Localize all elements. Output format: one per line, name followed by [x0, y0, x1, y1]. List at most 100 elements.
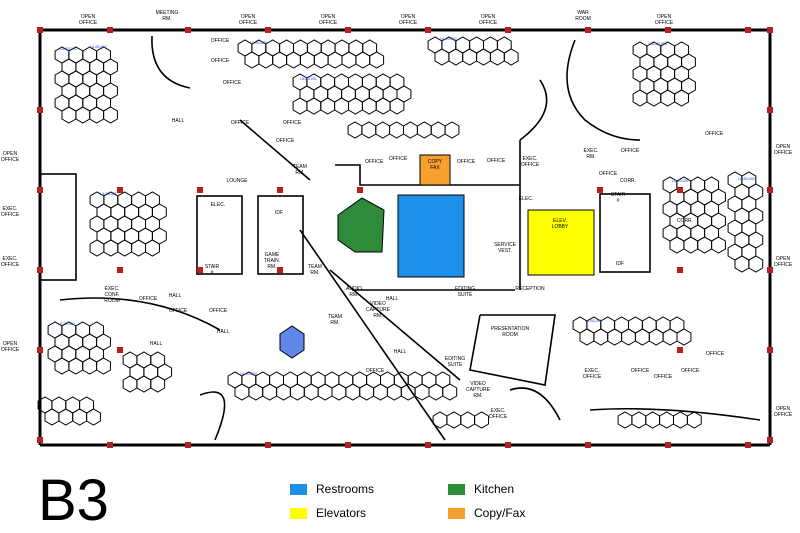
- room-label: TEAM: [308, 264, 322, 270]
- room-label: HALL: [217, 329, 230, 335]
- room-label: OFFICE: [276, 138, 295, 144]
- workstation-id: LA-B3-003: [250, 41, 267, 45]
- room-label: EXEC.: [583, 148, 598, 154]
- copyfax-area: [419, 154, 451, 186]
- elevator-area: [527, 209, 595, 276]
- room-label: OFFICE: [479, 20, 498, 26]
- room-label: OPEN: [776, 256, 791, 262]
- room-label: WAR: [577, 10, 589, 16]
- restroom-swatch: [290, 483, 307, 495]
- room-label: TEAM: [293, 164, 307, 170]
- room-label: #: [211, 270, 214, 276]
- room-label: OFFICE: [399, 20, 418, 26]
- legend-label: Restrooms: [316, 482, 375, 496]
- room-label: OFFICE: [655, 20, 674, 26]
- room-label: OFFICE: [139, 296, 158, 302]
- room-label: OFFICE: [209, 308, 228, 314]
- room-label: OFFICE: [1, 347, 20, 353]
- room-label: OFFICE: [169, 308, 188, 314]
- room-label: OFFICE: [1, 157, 20, 163]
- room-label: EXEC.: [490, 408, 505, 414]
- workstation-id: LA-B3-003: [738, 177, 755, 181]
- elevator-swatch: [290, 507, 307, 519]
- legend-restrooms: Restrooms: [290, 482, 374, 496]
- columns: [37, 27, 773, 448]
- room-label: CORR.: [677, 218, 693, 224]
- room-label: RM.: [310, 270, 319, 276]
- room-label: OFFICE: [231, 120, 250, 126]
- room-label: VEST.: [498, 248, 512, 254]
- room-label: OFFICE: [79, 20, 98, 26]
- room-label: OPEN: [321, 14, 336, 20]
- room-label: OFFICE: [774, 262, 793, 268]
- copyfax-swatch: [448, 507, 465, 519]
- room-label: EXEC.: [2, 206, 17, 212]
- room-label: OFFICE: [681, 368, 700, 374]
- room-label: OFFICE: [487, 158, 506, 164]
- room-label: EXEC.: [104, 286, 119, 292]
- room-label: RECEPTION: [515, 286, 545, 292]
- legend-label: Kitchen: [474, 482, 515, 496]
- core-walls: [39, 35, 761, 441]
- room-label: RM.: [373, 313, 382, 319]
- room-label: ELEC.: [519, 196, 533, 202]
- room-label: RM.: [162, 16, 171, 22]
- room-label: VIDEO: [370, 301, 386, 307]
- room-label: HALL: [172, 118, 185, 124]
- workstation-id: LA-B3-001: [60, 47, 77, 51]
- kitchen-swatch: [448, 483, 465, 495]
- room-label: TEAM: [328, 314, 342, 320]
- legend-copyfax: Copy/Fax: [448, 506, 525, 520]
- legend-kitchen: Kitchen: [448, 482, 514, 496]
- room-label: OFFICE: [583, 374, 602, 380]
- room-label: RM.: [349, 292, 358, 298]
- room-label: OFFICE: [366, 368, 385, 374]
- room-label: OPEN: [3, 151, 18, 157]
- room-labels: OPENOFFICEMEETINGRM.OPENOFFICEOPENOFFICE…: [1, 10, 793, 420]
- room-label: SERVICE: [494, 242, 517, 248]
- room-label: OFFICE: [705, 131, 724, 137]
- workstation-id: LA-B3-002: [90, 45, 107, 49]
- room-label: OFFICE: [599, 171, 618, 177]
- room-label: STAIR: [611, 192, 626, 198]
- room-label: FAX: [430, 165, 440, 171]
- room-label: EXEC.: [2, 256, 17, 262]
- workstation-id: LA-B3-002: [58, 322, 75, 326]
- legend-label: Copy/Fax: [474, 506, 526, 520]
- room-label: CAPTURE: [466, 387, 491, 393]
- room-label: RM.: [267, 264, 276, 270]
- room-label: OPEN: [776, 406, 791, 412]
- room-label: OPEN: [401, 14, 416, 20]
- room-label: OFFICE: [706, 351, 725, 357]
- room-label: OFFICE: [389, 156, 408, 162]
- room-label: RM.: [330, 320, 339, 326]
- room-label: OPEN: [657, 14, 672, 20]
- room-label: LOBBY: [552, 224, 569, 230]
- room-label: ROOM: [502, 332, 518, 338]
- room-label: STAIR: [205, 264, 220, 270]
- room-label: EDITING: [455, 286, 475, 292]
- workstation-id: LA-B3-003: [650, 42, 667, 46]
- room-label: SUITE: [448, 362, 463, 368]
- floor-label: B3: [38, 468, 109, 533]
- room-label: HALL: [169, 293, 182, 299]
- room-label: OFFICE: [319, 20, 338, 26]
- room-label: #: [617, 198, 620, 204]
- legend-label: Elevators: [316, 506, 367, 520]
- room-label: ELEC.: [211, 202, 225, 208]
- room-label: OFFICE: [621, 148, 640, 154]
- room-label: OFFICE: [489, 414, 508, 420]
- room-label: OFFICE: [211, 58, 230, 64]
- room-label: MEETING: [156, 10, 179, 16]
- room-label: LOUNGE: [226, 178, 248, 184]
- workstation-id: LA-B3-002: [440, 37, 457, 41]
- blue-office: [279, 325, 305, 359]
- room-label: ROOM: [575, 16, 591, 22]
- room-label: HALL: [394, 349, 407, 355]
- room-label: OFFICE: [239, 20, 258, 26]
- room-label: OFFICE: [654, 374, 673, 380]
- room-label: ROOM: [104, 298, 120, 304]
- room-label: RM.: [473, 393, 482, 399]
- room-label: HALL: [150, 341, 163, 347]
- room-label: IDF: [275, 210, 283, 216]
